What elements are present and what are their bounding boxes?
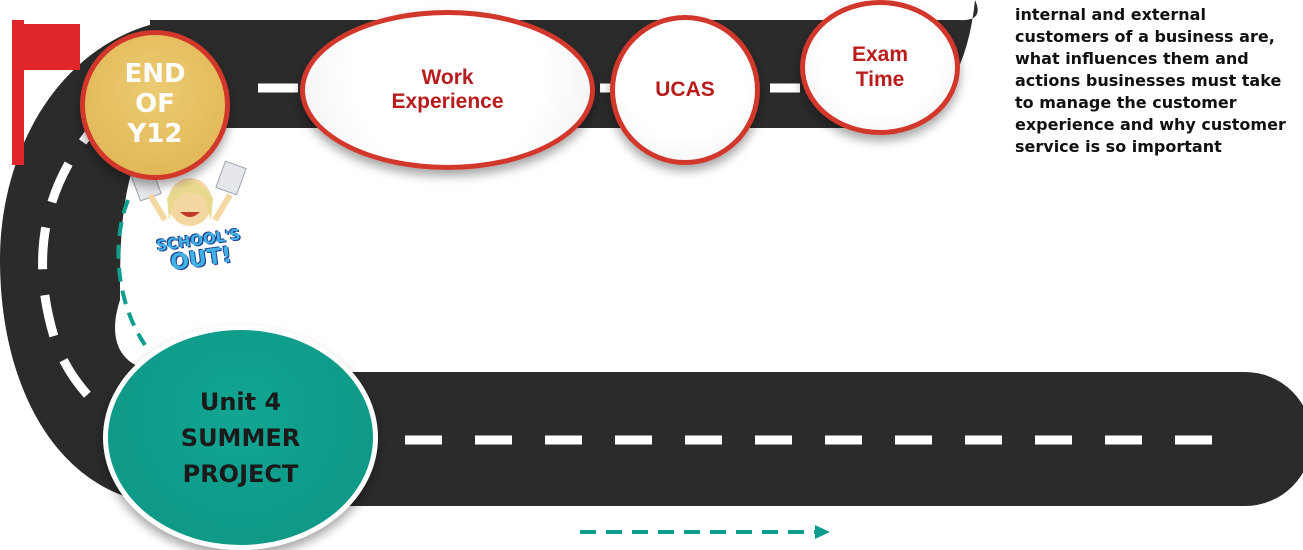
description-line: customers of a business are, — [1015, 27, 1275, 46]
milestone-text: Work — [421, 65, 474, 89]
milestone-text: OF — [135, 89, 175, 120]
description-line: actions businesses must take — [1015, 71, 1282, 90]
milestone-text: PROJECT — [182, 459, 299, 488]
milestone-text: UCAS — [655, 77, 715, 101]
milestone-unit4-summer-project: Unit 4 SUMMER PROJECT — [103, 325, 378, 550]
flag-icon — [12, 20, 80, 165]
curve-road-dashes — [38, 106, 114, 416]
description-line: internal and external — [1015, 5, 1206, 24]
milestone-text: Time — [855, 67, 905, 91]
description-line: service is so important — [1015, 137, 1222, 156]
milestone-text: Unit 4 — [199, 387, 282, 416]
description-line: what influences them and — [1015, 49, 1249, 68]
bottom-road — [150, 372, 1303, 506]
milestone-ucas: UCAS — [610, 15, 760, 165]
arrow-right-icon — [580, 525, 830, 539]
milestone-exam-time: Exam Time — [800, 0, 960, 135]
milestone-text: END — [124, 59, 186, 90]
description-line: experience and why customer — [1015, 115, 1286, 134]
schools-out-sticker — [130, 160, 247, 226]
description-text: internal and external customers of a bus… — [1015, 4, 1303, 158]
teal-dashed-path — [116, 199, 147, 347]
milestone-text: Y12 — [127, 118, 183, 149]
milestone-text: SUMMER — [180, 423, 301, 452]
milestone-text: Experience — [391, 90, 504, 113]
milestone-text: Exam — [851, 43, 909, 67]
description-line: to manage the customer — [1015, 93, 1237, 112]
milestone-end-of-y12: END OF Y12 — [80, 30, 230, 180]
milestone-work-experience: Work Experience — [300, 10, 595, 170]
